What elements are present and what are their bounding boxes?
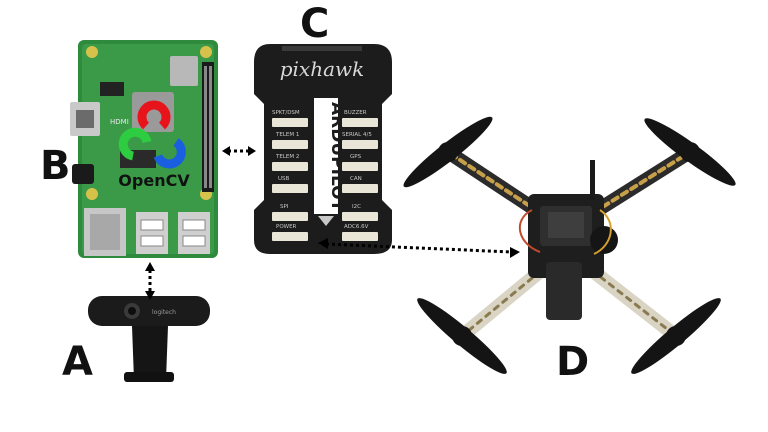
pixhawk-flight-controller: pixhawk ARDUPILOT SPKT/DSM TELEM 1 TELEM…: [254, 44, 392, 254]
label-c: C: [300, 1, 330, 47]
propeller: [417, 298, 507, 374]
port-label: CAN: [350, 176, 362, 182]
port-label: POWER: [276, 224, 297, 230]
port-label: USB: [278, 176, 290, 182]
antenna: [590, 160, 595, 200]
audio-jack: [72, 164, 94, 184]
port-label: BUZZER: [344, 110, 367, 116]
usb-port: [136, 212, 168, 254]
opencv-logo: OpenCV: [118, 100, 190, 190]
label-a: A: [62, 339, 93, 385]
propeller: [403, 116, 493, 188]
battery: [546, 262, 582, 320]
mounting-hole: [200, 46, 212, 58]
port-label: I2C: [352, 204, 361, 210]
port-label: GPS: [350, 154, 362, 160]
connection-arrows: [145, 146, 520, 300]
wifi-shield: [170, 56, 198, 86]
usb-port: [178, 212, 210, 254]
port-label: SPKT/DSM: [272, 110, 300, 116]
gps-module: [590, 226, 618, 254]
port-label: SERIAL 4/5: [342, 132, 372, 138]
mounting-hole: [86, 188, 98, 200]
ardupilot-logo: ARDUPILOT: [314, 98, 347, 226]
propeller: [631, 298, 721, 374]
raspberry-pi-board: HDMI OpenCV: [70, 40, 218, 258]
ardupilot-text: ARDUPILOT: [327, 102, 347, 212]
port-label: TELEM 2: [275, 154, 299, 160]
port-label: ADC6.6V: [344, 224, 369, 230]
label-d: D: [556, 339, 590, 385]
gpio-header: [202, 62, 214, 192]
propeller: [644, 118, 736, 186]
label-b: B: [40, 143, 71, 189]
arrow-pixhawk-to-drone: [318, 238, 520, 258]
hdmi-label: HDMI: [110, 118, 129, 126]
ports-left: SPKT/DSM TELEM 1 TELEM 2 USB SPI POWER: [272, 110, 308, 241]
port-label: TELEM 1: [275, 132, 299, 138]
opencv-text: OpenCV: [118, 171, 190, 190]
port-label: SPI: [280, 204, 289, 210]
webcam: logitech: [88, 296, 210, 382]
arrow-pi-to-webcam: [145, 262, 155, 300]
ports-right: BUZZER SERIAL 4/5 GPS CAN I2C ADC6.6V: [342, 110, 378, 241]
mounting-hole: [86, 46, 98, 58]
arrow-pi-to-pixhawk: [222, 146, 256, 156]
quadcopter-drone: [403, 116, 736, 374]
pixhawk-brand: pixhawk: [280, 57, 365, 81]
webcam-brand: logitech: [152, 309, 176, 316]
